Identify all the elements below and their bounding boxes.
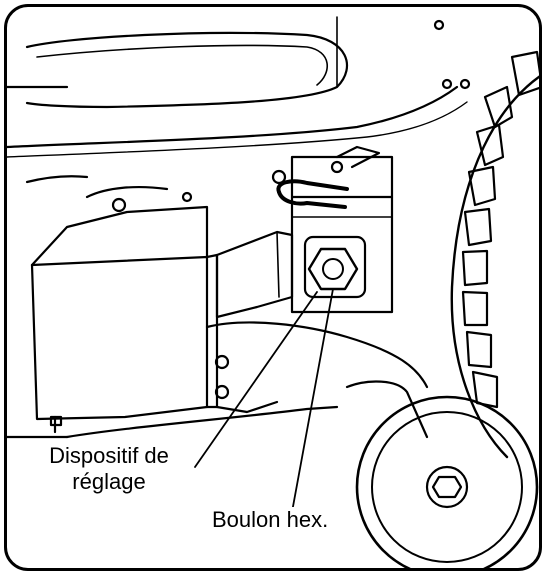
adjustment-device-label-line1: Dispositif de	[49, 443, 169, 468]
adjustment-device-label-line2: réglage	[72, 469, 146, 494]
hex-bolt-label: Boulon hex.	[209, 507, 332, 533]
mower-hood	[7, 16, 471, 158]
engine-housing	[25, 175, 219, 434]
adjustment-device-label: Dispositif de réglage	[29, 443, 189, 495]
leader-hex-bolt	[291, 288, 334, 513]
illustration-frame: Dispositif de réglage Boulon hex.	[4, 4, 542, 571]
mower-height-adjuster-illustration	[7, 16, 539, 568]
mower-deck	[7, 321, 429, 439]
hex-bolt-icon	[307, 247, 359, 291]
adjuster-box	[290, 155, 394, 314]
front-wheel	[345, 380, 539, 568]
leader-lines	[194, 288, 334, 513]
rear-wheel	[450, 50, 539, 459]
leader-adjust-device	[194, 291, 318, 468]
adjuster-bracket	[215, 230, 294, 319]
